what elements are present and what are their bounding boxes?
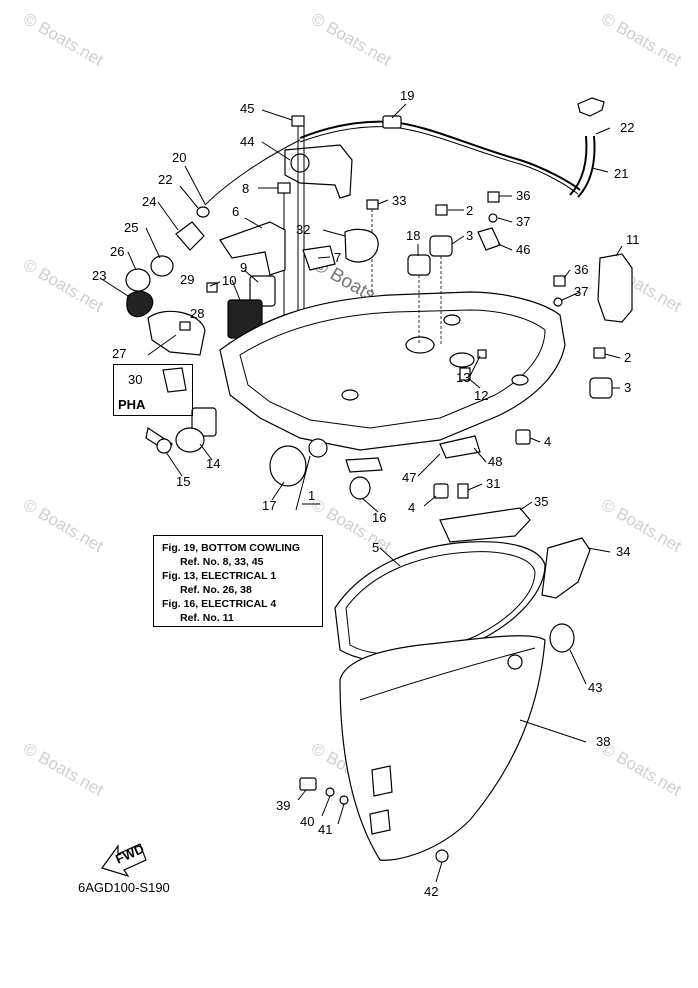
callout-30: 30 — [128, 372, 142, 387]
cable — [299, 120, 581, 191]
reference-line: Ref. No. 26, 38 — [180, 584, 252, 596]
callout-4: 4 — [408, 500, 415, 515]
callout-34: 34 — [616, 544, 630, 559]
reference-line: Fig. 16, ELECTRICAL 4 — [162, 598, 277, 610]
callout-labels: 19 22 21 45 44 20 22 8 33 24 6 25 32 26 … — [92, 88, 640, 899]
callout-4: 4 — [544, 434, 551, 449]
diagram-code: 6AGD100-S190 — [78, 880, 170, 895]
callout-27: 27 — [112, 346, 126, 361]
callout-37: 37 — [516, 214, 530, 229]
watermark-text: © Boats.net — [20, 739, 107, 800]
watermark-text: © Boats.net — [20, 255, 107, 316]
cable-fitting — [382, 115, 402, 129]
reference-line: Fig. 13, ELECTRICAL 1 — [162, 570, 277, 582]
hose — [569, 135, 588, 196]
lower-cover — [339, 635, 546, 861]
callout-12: 12 — [474, 388, 488, 403]
callout-24: 24 — [142, 194, 156, 209]
callout-18: 18 — [406, 228, 420, 243]
callout-5: 5 — [372, 540, 379, 555]
bracket — [284, 144, 353, 199]
callout-42: 42 — [424, 884, 438, 899]
callout-17: 17 — [262, 498, 276, 513]
callout-32: 32 — [296, 222, 310, 237]
pha-inset-box — [113, 364, 193, 416]
callout-2: 2 — [466, 203, 473, 218]
callout-20: 20 — [172, 150, 186, 165]
bolt — [291, 115, 305, 127]
callout-40: 40 — [300, 814, 314, 829]
callout-3: 3 — [466, 228, 473, 243]
callout-23: 23 — [92, 268, 106, 283]
callout-45: 45 — [240, 101, 254, 116]
callout-29: 29 — [180, 272, 194, 287]
callout-46: 46 — [516, 242, 530, 257]
bottom-cowling — [219, 291, 566, 451]
callout-6: 6 — [232, 204, 239, 219]
callout-14: 14 — [206, 456, 220, 471]
bolt — [366, 199, 379, 210]
callout-33: 33 — [392, 193, 406, 208]
callout-31: 31 — [486, 476, 500, 491]
callout-36: 36 — [516, 188, 530, 203]
callout-41: 41 — [318, 822, 332, 837]
callout-16: 16 — [372, 510, 386, 525]
callout-1: 1 — [308, 488, 315, 503]
reference-line: Fig. 19, BOTTOM COWLING — [162, 542, 301, 554]
callout-38: 38 — [596, 734, 610, 749]
watermark-text: © Boats.net — [308, 9, 395, 70]
callout-48: 48 — [488, 454, 502, 469]
callout-7: 7 — [334, 250, 341, 265]
callout-39: 39 — [276, 798, 290, 813]
callout-22: 22 — [158, 172, 172, 187]
callout-22: 22 — [620, 120, 634, 135]
bolt — [277, 182, 291, 194]
fwd-arrow — [101, 843, 147, 878]
callout-8: 8 — [242, 181, 249, 196]
callout-43: 43 — [588, 680, 602, 695]
callout-15: 15 — [176, 474, 190, 489]
callout-13: 13 — [456, 370, 470, 385]
callout-35: 35 — [534, 494, 548, 509]
callout-36: 36 — [574, 262, 588, 277]
callout-47: 47 — [402, 470, 416, 485]
callout-44: 44 — [240, 134, 254, 149]
plate — [219, 221, 286, 276]
callout-2: 2 — [624, 350, 631, 365]
callout-37: 37 — [574, 284, 588, 299]
pha-label: PHA — [118, 397, 146, 412]
callout-19: 19 — [400, 88, 414, 103]
reference-line: Ref. No. 8, 33, 45 — [180, 556, 264, 568]
callout-3: 3 — [624, 380, 631, 395]
watermark-text: © Boats.net — [598, 739, 685, 800]
reference-line: Ref. No. 11 — [180, 612, 234, 624]
leader-lines — [99, 103, 623, 883]
watermark-text: © Boats.net — [598, 495, 685, 556]
callout-10: 10 — [222, 273, 236, 288]
watermark-text: © Boats.net — [598, 9, 685, 70]
callout-11: 11 — [626, 232, 640, 247]
watermark-text: © Boats.net — [20, 495, 107, 556]
callout-9: 9 — [240, 260, 247, 275]
reference-note: Fig. 19, BOTTOM COWLING Ref. No. 8, 33, … — [153, 535, 323, 627]
callout-26: 26 — [110, 244, 124, 259]
watermark-text: © Boats.net — [20, 9, 107, 70]
callout-25: 25 — [124, 220, 138, 235]
callout-28: 28 — [190, 306, 204, 321]
callout-21: 21 — [614, 166, 628, 181]
